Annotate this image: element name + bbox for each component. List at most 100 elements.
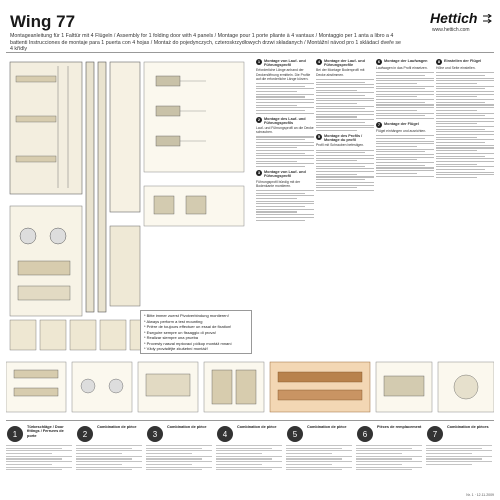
fitting-category-icon: 4 [217,426,233,442]
bottom-title: Combination de pièces [447,425,489,429]
bottom-title: Combination de pièce [237,425,277,429]
bottom-column-1: 1 Türbeschläge / Door fittings / Ferrure… [6,425,72,491]
text-lines [316,149,374,191]
svg-text:6: 6 [363,430,368,439]
bottom-column-4: 4 Combination de pièce [216,425,282,491]
logo-url: www.hettich.com [432,27,470,33]
fitting-category-icon: 5 [287,426,303,442]
step-number: 6 [376,58,382,65]
bottom-title: Pièces de remplacement [377,425,422,429]
bottom-title: Combination de pièce [97,425,137,429]
section-title: Montage der Lauf- und Führungsprofile [324,59,365,68]
section-body: Führungsprofil bündig mit der Bodenkante… [256,179,301,188]
technical-drawing [6,56,251,356]
bottom-column-3: 3 Combination de pièce [146,425,212,491]
note-line: * Realizar siempre una prueba [144,335,199,340]
text-column-4: 8 Einstellen der Flügel Höhe und Seite e… [436,56,494,356]
header: Wing 77 Montageanleitung für 1 Falttür m… [6,6,494,54]
svg-text:2: 2 [83,430,88,439]
fitting-category-icon: 3 [147,426,163,442]
bottom-band: 1 Türbeschläge / Door fittings / Ferrure… [6,420,494,492]
diagram-2 [71,361,133,413]
page-subtitle: Montageanleitung für 1 Falttür mit 4 Flü… [10,33,401,53]
text-lines [376,72,434,119]
note-line: * Provesty nasval mptovací pólkop montáž… [144,340,232,346]
text-lines [256,83,314,114]
diagram-5 [269,361,371,413]
section-heading: 4 Montage der Lauf- und Führungsprofile [316,59,374,67]
step-number: 7 [376,121,382,128]
bottom-title: Combination de pièce [167,425,207,429]
section-body: Bei der Montage Bodenprofil mit Decke ab… [316,68,365,77]
section-body: Profil mit Schrauben befestigen. [316,143,365,148]
fitting-category-icon: 1 [7,426,23,442]
text-column-3: 6 Montage der Laufwagen Laufwagen in das… [376,56,434,356]
step-number: 5 [316,133,322,140]
section-title: Montage der Laufwagen [384,59,428,63]
bottom-column-5: 5 Combination de pièce [286,425,352,491]
text-column-2: 4 Montage der Lauf- und Führungsprofile … [316,56,374,356]
fitting-category-icon: 7 [427,426,443,442]
header-divider [6,52,494,53]
section-heading: 1 Montage von Lauf- und Führungsprofil [256,59,314,67]
diagram-3 [137,361,199,413]
page-title: Wing 77 [10,12,76,31]
diagram-1 [5,361,67,413]
text-lines [256,136,314,168]
section-heading: 5 Montage des Profils / Montage du profi… [316,133,374,143]
section-heading: 6 Montage der Laufwagen [376,59,434,65]
fitting-category-icon: 2 [77,426,93,442]
section-title: Montage von Lauf- und Führungsprofil [264,59,306,68]
svg-text:4: 4 [223,430,228,439]
note-line: * Always perform a test mounting [144,318,203,324]
fitting-category-icon: 6 [357,426,373,442]
section-heading: 8 Einstellen der Flügel [436,59,494,65]
step-number: 8 [436,58,442,65]
bottom-column-2: 2 Combination de pièce [76,425,142,491]
step-number: 2 [256,116,262,123]
text-lines [376,135,434,177]
section-body: Flügel einhängen und ausrichten. [376,128,427,133]
svg-text:7: 7 [433,430,438,439]
diagram-7 [437,361,495,413]
section-title: Montage des Profils / Montage du profil [324,133,363,143]
diagram-6 [375,361,433,413]
step-diagrams-svg [5,361,495,413]
step-diagrams [5,358,495,418]
bottom-column-7: 7 Combination de pièces [426,425,492,491]
diagram-4 [203,361,265,413]
section-title: Montage von Lauf- und Führungsprofil [264,170,306,179]
bottom-column-6: 6 Pièces de remplacement [356,425,422,491]
section-body: Höhe und Seite einstellen. [436,66,476,70]
text-lines [316,78,374,131]
brand-logo: Hettich www.hettich.com [412,8,492,38]
step-number: 3 [256,170,262,177]
notes-box: * Bitte immer zuerst Pivotverbindung mon… [140,310,252,354]
section-heading: 3 Montage von Lauf- und Führungsprofil [256,170,314,178]
section-heading: 2 Montage des Lauf- und Führungsprofils [256,116,314,125]
section-title: Einstellen der Flügel [444,59,482,63]
note-line: * Prière de toujours effectuer un essai … [144,324,232,329]
section-title: Montage der Flügel [384,121,419,126]
section-body: Laufwagen in das Profil einsetzen. [376,66,428,70]
logo-arrows-icon [483,14,492,24]
section-title: Montage des Lauf- und Führungsprofils [264,116,306,125]
text-lines [436,72,494,179]
technical-drawing-svg [9,61,245,351]
step-number: 1 [256,58,262,65]
page-number: Nr. 1 · 12.11.2009 [466,493,494,497]
svg-text:5: 5 [293,430,298,439]
step-number: 4 [316,58,322,65]
bottom-title: Türbeschläge / Door fittings / Ferrures … [27,425,64,438]
section-body: Erforderliche Länge anhand der Deckenöff… [256,68,311,81]
section-heading: 7 Montage der Flügel [376,121,434,128]
note-line: * Vždy provádějte zkušební montáž! [144,346,208,351]
text-column-1: 1 Montage von Lauf- und Führungsprofil E… [256,56,314,356]
text-lines [256,189,314,221]
section-body: Lauf- und Führungsprofil an die Decke sc… [256,126,314,135]
bottom-title: Combination de pièce [307,425,347,429]
note-line: * Bitte immer zuerst Pivotverbindung mon… [144,313,229,318]
logo-name: Hettich [430,10,478,26]
svg-text:3: 3 [153,430,158,439]
